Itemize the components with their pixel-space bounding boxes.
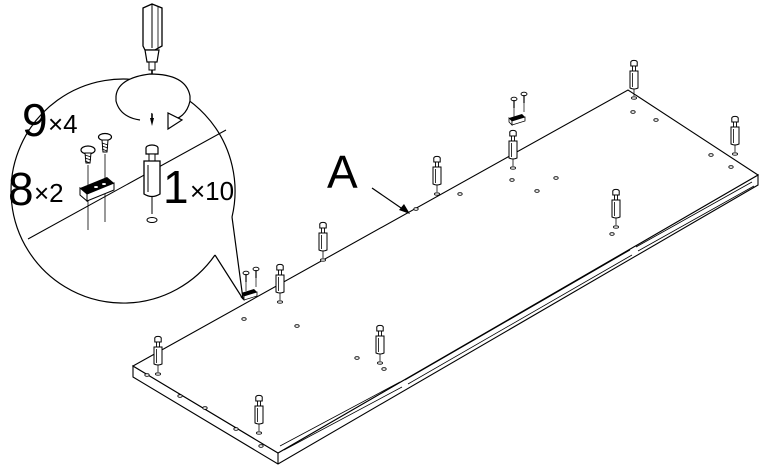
panel-a [131, 89, 760, 465]
callout-bracket: 8 ×2 [8, 163, 64, 215]
callout-screw: 9 ×4 [22, 94, 78, 146]
callout-cam-bolt: 1 ×10 [163, 161, 234, 213]
cam-bolt-number: 1 [163, 161, 189, 213]
part-cam-bolt-large [143, 144, 161, 223]
screw-number: 9 [22, 94, 48, 146]
panel-a-label: A [327, 146, 358, 198]
bracket-count: ×2 [34, 178, 64, 208]
cam-bolt-count: ×10 [190, 176, 234, 206]
part-bracket-large [79, 177, 115, 203]
panel-a-pointer-arrow [371, 187, 410, 214]
screw-count: ×4 [48, 109, 78, 139]
rotation-arrow-icon [115, 73, 191, 131]
bracket-number: 8 [8, 163, 34, 215]
detail-callout [10, 78, 244, 304]
